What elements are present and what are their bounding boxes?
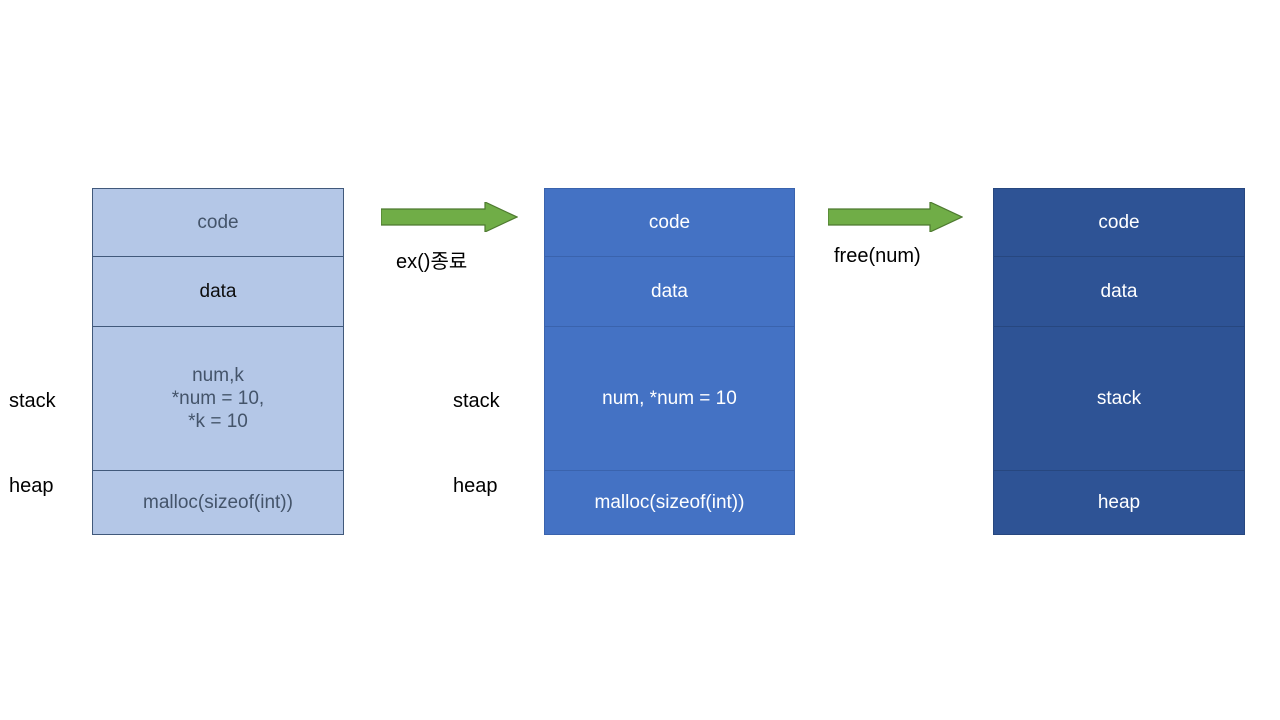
segment-code-state-2: code bbox=[544, 188, 795, 256]
transition-1-arrow bbox=[381, 202, 518, 232]
transition-2-label: free(num) bbox=[834, 245, 921, 267]
state-2-stack-label: stack bbox=[453, 390, 500, 412]
segment-heap-state-2: malloc(sizeof(int)) bbox=[544, 470, 795, 535]
memory-block-state-1: code data num,k *num = 10, *k = 10 mallo… bbox=[92, 188, 344, 535]
segment-data-state-2: data bbox=[544, 256, 795, 326]
state-2-heap-label: heap bbox=[453, 475, 498, 497]
segment-heap-state-1: malloc(sizeof(int)) bbox=[92, 470, 344, 535]
segment-stack-state-3: stack bbox=[993, 326, 1245, 470]
transition-1-label: ex()종료 bbox=[396, 251, 468, 273]
right-arrow-icon bbox=[828, 202, 963, 232]
segment-heap-state-3: heap bbox=[993, 470, 1245, 535]
segment-data-state-3: data bbox=[993, 256, 1245, 326]
memory-block-state-3: code data stack heap bbox=[993, 188, 1245, 535]
segment-code-state-1: code bbox=[92, 188, 344, 256]
right-arrow-icon bbox=[381, 202, 518, 232]
segment-stack-state-1: num,k *num = 10, *k = 10 bbox=[92, 326, 344, 470]
state-1-stack-label: stack bbox=[9, 390, 56, 412]
segment-data-state-1: data bbox=[92, 256, 344, 326]
transition-2-arrow bbox=[828, 202, 963, 232]
segment-code-state-3: code bbox=[993, 188, 1245, 256]
memory-block-state-2: code data num, *num = 10 malloc(sizeof(i… bbox=[544, 188, 795, 535]
state-1-heap-label: heap bbox=[9, 475, 54, 497]
segment-stack-state-2: num, *num = 10 bbox=[544, 326, 795, 470]
